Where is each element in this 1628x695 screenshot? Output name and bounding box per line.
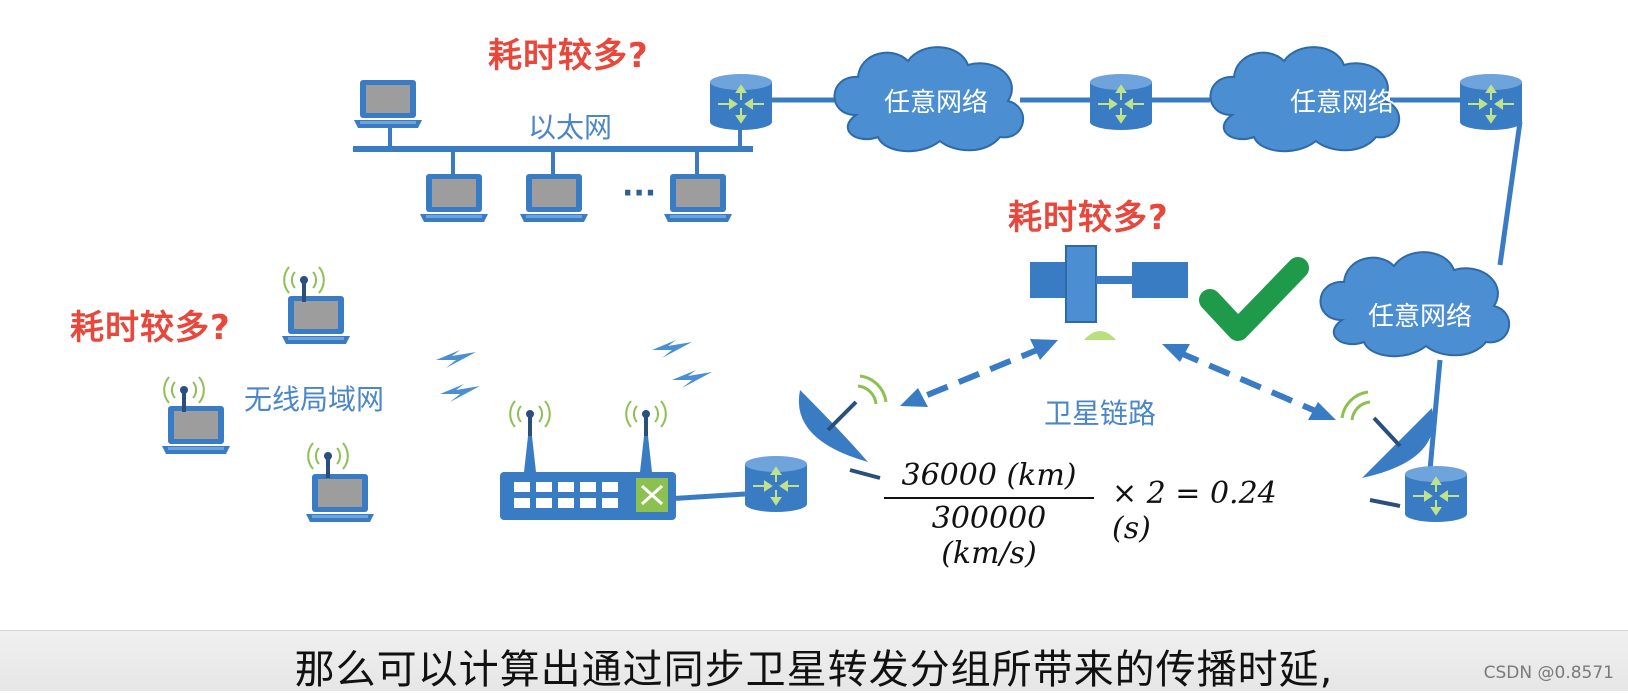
signal-icon [436,350,476,368]
wlan-label: 无线局域网 [244,383,385,416]
laptop-icon [664,174,732,222]
subtitle-bar: 那么可以计算出通过同步卫星转发分组所带来的传播时延, CSDN @0.8571 [0,630,1628,693]
check-icon [1199,257,1309,341]
antenna-icon [625,400,667,437]
router-icon [1459,73,1523,131]
router-icon [709,73,773,131]
formula-fraction: 36000 (km) 300000 (km/s) [884,458,1094,571]
question-label: 耗时较多? [488,36,649,76]
signal-icon [672,370,712,388]
propagation-delay-formula: 36000 (km) 300000 (km/s) × 2 = 0.24 (s) [884,458,1324,571]
network-links [649,97,1523,503]
wireless-router-icon [500,418,676,520]
any-network-label: 任意网络 [884,88,989,118]
satellite-dish-icon [798,374,888,480]
ethernet-bus [353,118,753,174]
formula-numerator: 36000 (km) [901,458,1077,493]
signal-icon [440,384,480,402]
router-icon [1089,73,1153,131]
ethernet-label: 以太网 [528,111,613,144]
laptop-icon [354,80,422,128]
antenna-icon [509,400,551,437]
laptop-icon [520,174,588,222]
satellite-dish-icon [1340,390,1434,508]
formula-result: × 2 = 0.24 (s) [1112,476,1277,546]
subtitle-text: 那么可以计算出通过同步卫星转发分组所带来的传播时延, [294,647,1334,693]
formula-denominator: 300000 (km/s) [931,501,1047,571]
signal-icon [652,340,692,358]
any-network-label: 任意网络 [1290,88,1395,118]
antenna-icon [307,442,349,479]
watermark-text: CSDN @0.8571 [1483,663,1614,683]
any-network-label: 任意网络 [1368,302,1473,332]
fraction-bar [884,497,1094,499]
question-label: 耗时较多? [70,308,231,348]
satellite-link-label: 卫星链路 [1044,397,1157,430]
ellipsis-label: ··· [622,176,657,211]
laptop-icon [306,474,374,522]
satellite-link-arrows [900,339,1336,420]
laptop-icon [162,406,230,454]
router-icon [1404,465,1468,523]
question-label: 耗时较多? [1008,198,1169,238]
satellite-icon [1030,245,1188,340]
laptop-icon [282,296,350,344]
laptop-icon [420,174,488,222]
router-icon [744,455,808,513]
